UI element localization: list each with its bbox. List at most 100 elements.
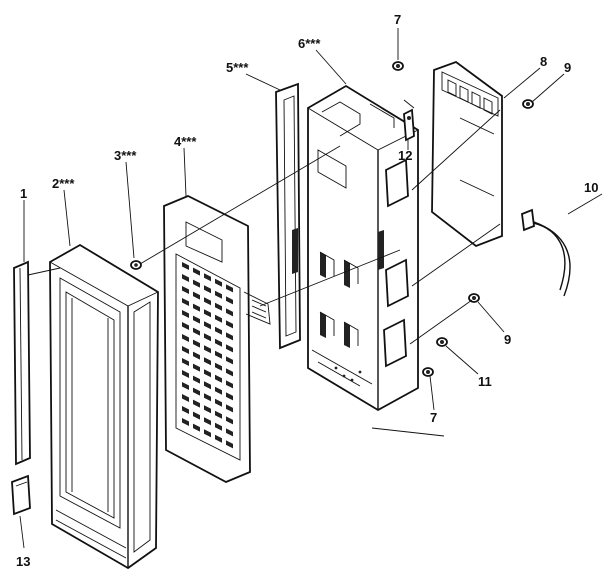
- part-10-wire-harness: [521, 208, 571, 297]
- label-part-12: 12: [398, 148, 412, 163]
- keypad-key: [182, 334, 189, 342]
- keypad-key: [215, 278, 222, 287]
- part-2-door-frame: [49, 243, 159, 570]
- part-3-screw: [130, 260, 142, 270]
- keypad-key: [215, 398, 222, 407]
- label-part-5: 5***: [226, 60, 249, 75]
- keypad-key: [215, 302, 222, 311]
- keypad-key: [193, 267, 200, 276]
- keypad-key: [182, 418, 189, 426]
- keypad-key: [193, 327, 200, 336]
- part-6-chassis: [307, 84, 419, 412]
- leader-lines: [19, 28, 603, 549]
- keypad-key: [226, 320, 233, 329]
- keypad-key: [215, 350, 222, 359]
- keypad-key: [215, 410, 222, 419]
- keypad-key: [193, 411, 200, 420]
- keypad-key: [193, 363, 200, 372]
- keypad-key: [193, 339, 200, 348]
- part-1-strip: [13, 260, 31, 466]
- screw-11: [436, 337, 448, 347]
- keypad-key: [204, 333, 211, 342]
- keypad-key: [204, 417, 211, 426]
- keypad-key: [204, 393, 211, 402]
- label-part-13: 13: [16, 554, 30, 569]
- keypad-key: [182, 286, 189, 294]
- keypad-key: [226, 380, 233, 389]
- keypad-key: [226, 440, 233, 449]
- keypad-key: [226, 404, 233, 413]
- keypad-key: [182, 274, 189, 282]
- keypad-key: [226, 344, 233, 353]
- display-digits: [447, 79, 493, 115]
- part-labels: 1 2*** 3*** 4*** 5*** 6*** 7 12 8 9 10 9…: [16, 12, 598, 569]
- label-part-2: 2***: [52, 176, 75, 191]
- keypad-key: [204, 297, 211, 306]
- keypad-key: [182, 382, 189, 390]
- keypad-key: [182, 310, 189, 318]
- keypad-key: [215, 338, 222, 347]
- keypad-key: [193, 315, 200, 324]
- keypad-key: [215, 314, 222, 323]
- keypad-key: [226, 416, 233, 425]
- keypad-key: [204, 273, 211, 282]
- part-13-block: [11, 474, 31, 516]
- label-part-7-top: 7: [394, 12, 401, 27]
- keypad-key: [182, 322, 189, 330]
- keypad-key: [204, 429, 211, 438]
- assembly-guide-lines: [27, 99, 501, 437]
- keypad-key: [193, 423, 200, 432]
- keypad-key: [215, 422, 222, 431]
- label-part-9-bottom: 9: [504, 332, 511, 347]
- keypad-key: [226, 368, 233, 377]
- label-part-10: 10: [584, 180, 598, 195]
- keypad-key: [204, 309, 211, 318]
- keypad-key: [182, 346, 189, 354]
- keypad-key: [182, 358, 189, 366]
- part-4-control-panel: [163, 195, 271, 483]
- keypad-key: [215, 326, 222, 335]
- keypad-key: [193, 303, 200, 312]
- label-part-8: 8: [540, 54, 547, 69]
- keypad-key: [204, 405, 211, 414]
- keypad-key: [204, 345, 211, 354]
- keypad-key: [215, 290, 222, 299]
- screw-9-top: [522, 99, 534, 109]
- keypad-key: [215, 386, 222, 395]
- keypad-key: [193, 279, 200, 288]
- keypad-key: [226, 332, 233, 341]
- keypad-key: [193, 387, 200, 396]
- keypad-key: [182, 406, 189, 414]
- label-part-11: 11: [478, 374, 492, 389]
- keypad-key: [226, 308, 233, 317]
- keypad-key: [204, 381, 211, 390]
- keypad-key: [226, 428, 233, 437]
- label-part-9-top: 9: [564, 60, 571, 75]
- keypad-key: [182, 370, 189, 378]
- part-8-display-board: [431, 60, 503, 248]
- keypad-buttons: [182, 262, 233, 449]
- keypad-key: [215, 362, 222, 371]
- keypad-key: [215, 434, 222, 443]
- label-part-6: 6***: [298, 36, 321, 51]
- keypad-key: [182, 298, 189, 306]
- keypad-key: [193, 399, 200, 408]
- label-part-1: 1: [20, 186, 27, 201]
- part-5-side-plate: [275, 82, 301, 350]
- keypad-key: [215, 374, 222, 383]
- keypad-key: [204, 285, 211, 294]
- keypad-key: [193, 291, 200, 300]
- keypad-key: [226, 296, 233, 305]
- label-part-7-bottom: 7: [430, 410, 437, 425]
- keypad-key: [226, 392, 233, 401]
- keypad-key: [226, 356, 233, 365]
- keypad-key: [182, 394, 189, 402]
- keypad-key: [204, 357, 211, 366]
- keypad-key: [226, 284, 233, 293]
- keypad-key: [204, 321, 211, 330]
- screw-7-bottom: [422, 367, 434, 377]
- keypad-key: [193, 375, 200, 384]
- label-part-3: 3***: [114, 148, 137, 163]
- label-part-4: 4***: [174, 134, 197, 149]
